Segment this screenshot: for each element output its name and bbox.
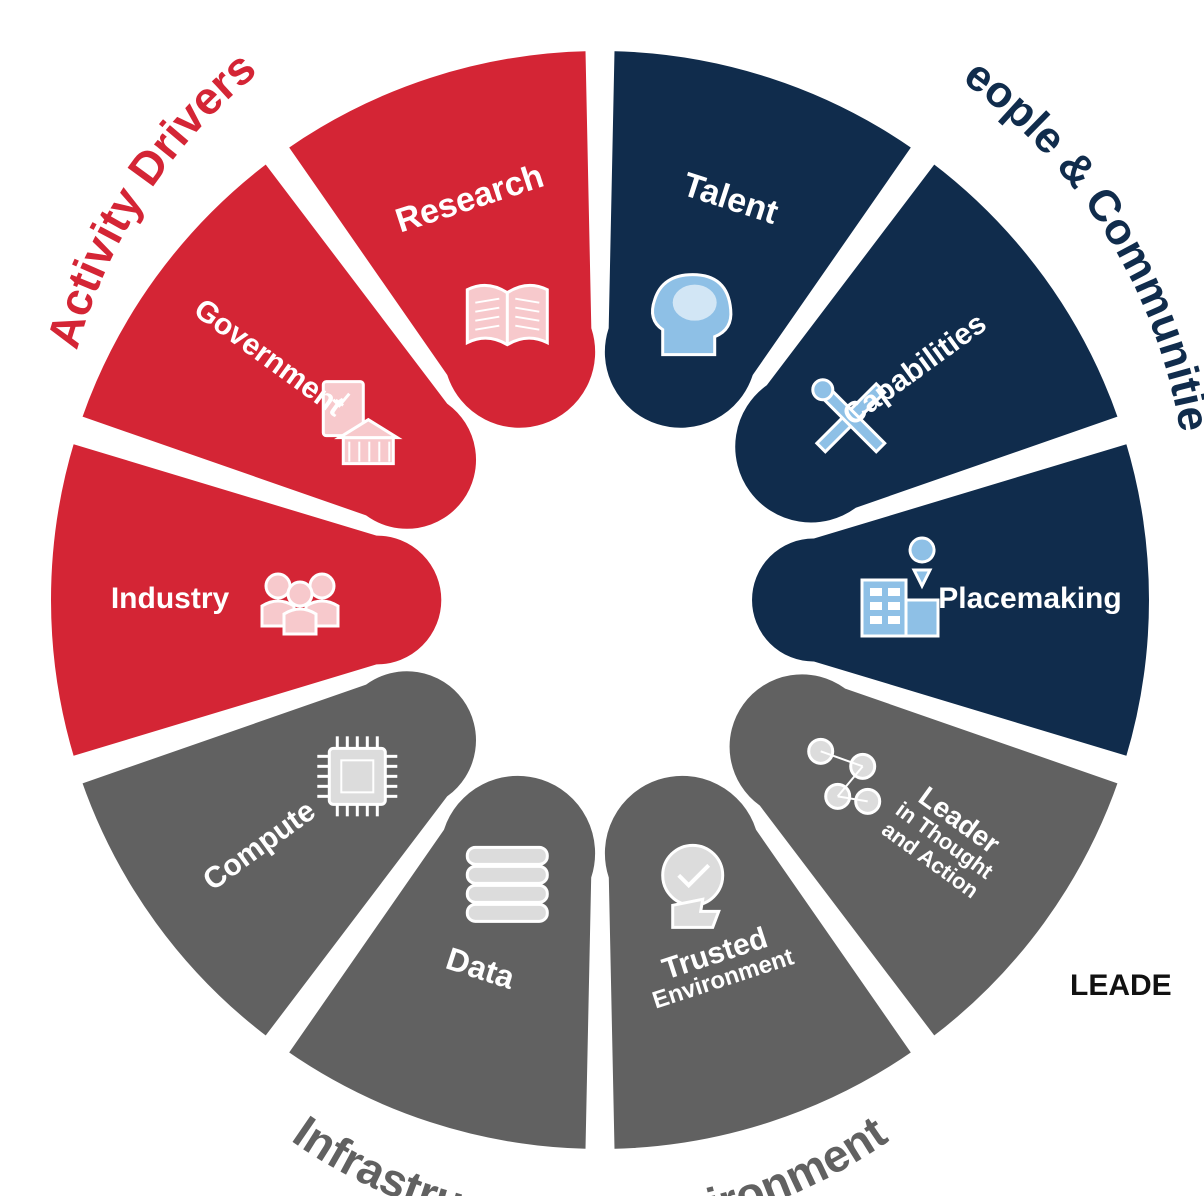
segment-label-placemaking: Placemaking <box>938 582 1121 615</box>
truncated-heading: LEADE <box>1070 969 1172 1002</box>
segment-placemaking <box>746 436 1155 764</box>
capitol-document-icon <box>321 380 403 466</box>
segment-label-industry: Industry <box>111 582 230 615</box>
building-pin-icon <box>860 536 940 638</box>
database-icon <box>465 845 549 923</box>
book-icon <box>465 283 549 347</box>
wrench-pencil-icon <box>811 378 887 454</box>
thumbs-up-check-icon <box>661 843 725 929</box>
network-people-icon <box>807 737 882 815</box>
chip-icon <box>317 736 398 817</box>
brain-head-icon <box>651 273 733 357</box>
people-group-icon <box>260 572 340 636</box>
segment-industry <box>45 436 448 764</box>
